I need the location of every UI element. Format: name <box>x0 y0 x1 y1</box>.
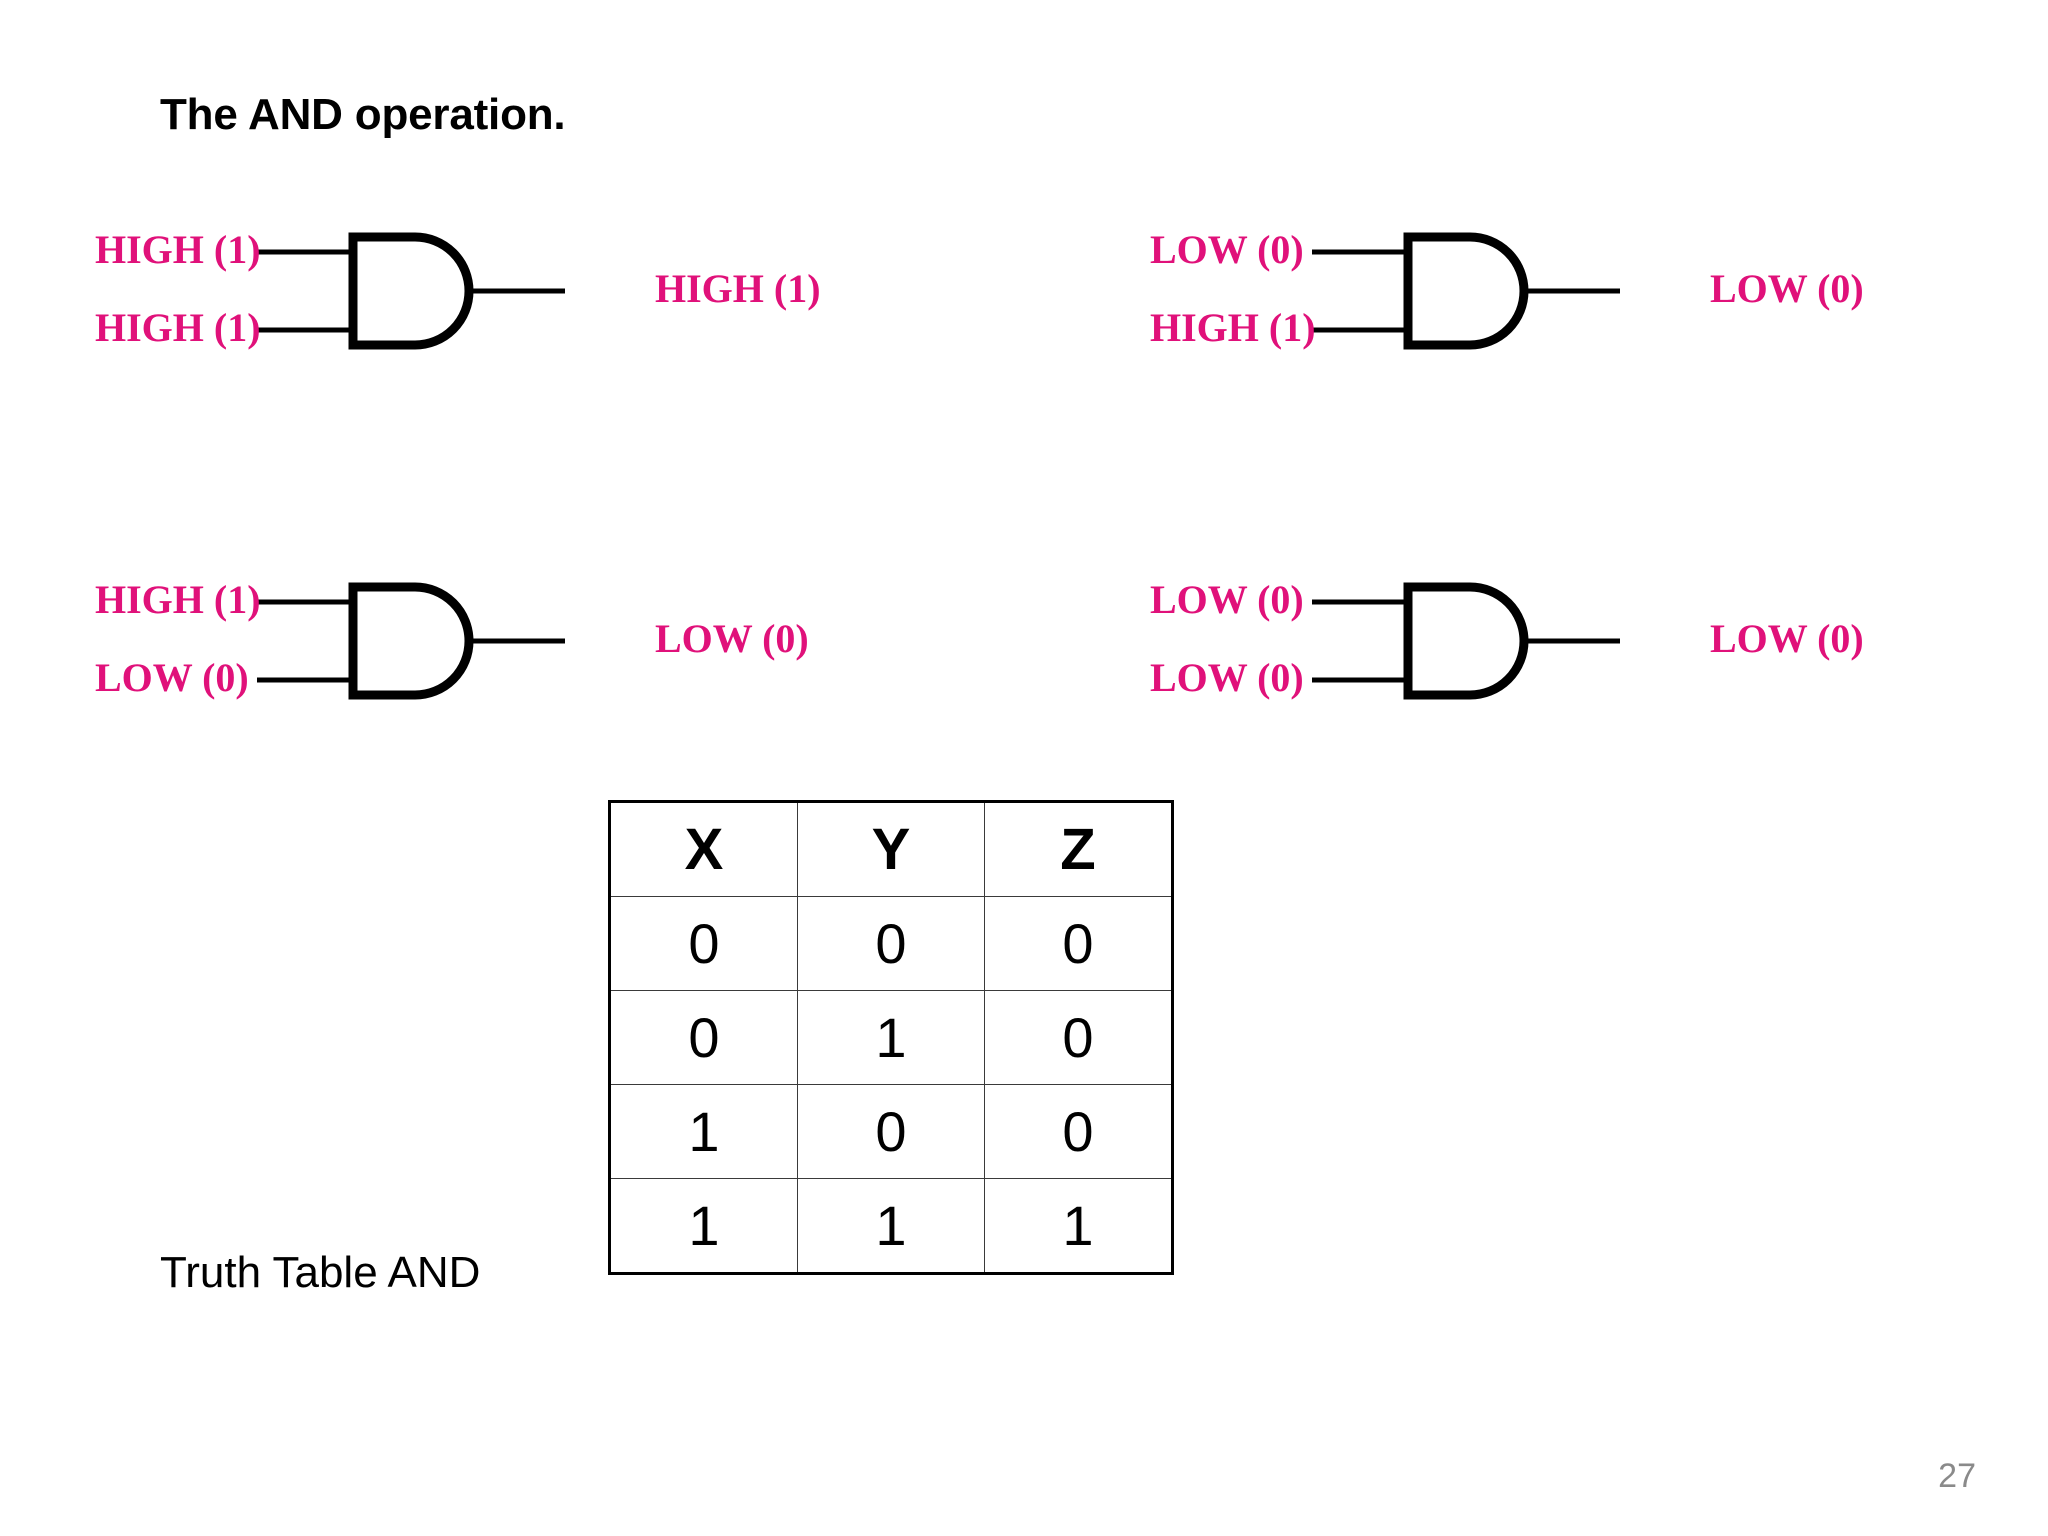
cell-x: 1 <box>609 1084 798 1179</box>
cell-z: 0 <box>984 896 1173 991</box>
gate-input-b-label: LOW (0) <box>95 655 249 700</box>
gate-input-a-label: LOW (0) <box>1150 227 1304 272</box>
table-row: 0 0 0 <box>609 896 1173 991</box>
and-gate-symbol <box>1312 582 1620 700</box>
cell-x: 0 <box>609 896 798 991</box>
cell-x: 0 <box>609 990 798 1085</box>
cell-y: 1 <box>797 990 985 1085</box>
and-gate-symbol <box>257 582 565 700</box>
column-header-z: Z <box>984 801 1173 897</box>
and-gate-diagram-top-left: HIGH (1) HIGH (1) HIGH (1) <box>95 230 915 420</box>
gate-input-a-label: LOW (0) <box>1150 577 1304 622</box>
cell-y: 0 <box>797 1084 985 1179</box>
and-gate-diagram-bottom-left: HIGH (1) LOW (0) LOW (0) <box>95 580 915 770</box>
and-gate-symbol <box>257 232 565 350</box>
and-gate-diagram-top-right: LOW (0) HIGH (1) LOW (0) <box>1150 230 1970 420</box>
gate-output-label: LOW (0) <box>1710 266 1864 311</box>
cell-z: 0 <box>984 990 1173 1085</box>
table-header-row: X Y Z <box>609 801 1173 897</box>
gate-output-label: LOW (0) <box>655 616 809 661</box>
and-gate-diagram-bottom-right: LOW (0) LOW (0) LOW (0) <box>1150 580 1970 770</box>
gate-input-a-label: HIGH (1) <box>95 227 261 272</box>
table-row: 1 1 1 <box>609 1178 1173 1274</box>
table-row: 1 0 0 <box>609 1084 1173 1179</box>
and-gate-symbol <box>1312 232 1620 350</box>
gate-input-a-label: HIGH (1) <box>95 577 261 622</box>
cell-z: 0 <box>984 1084 1173 1179</box>
table-row: 0 1 0 <box>609 990 1173 1085</box>
column-header-y: Y <box>797 801 985 897</box>
gate-output-label: LOW (0) <box>1710 616 1864 661</box>
cell-y: 0 <box>797 896 985 991</box>
cell-y: 1 <box>797 1178 985 1274</box>
page-number: 27 <box>1938 1457 1976 1495</box>
cell-z: 1 <box>984 1178 1173 1274</box>
page-title: The AND operation. <box>160 90 566 139</box>
truth-table: X Y Z 0 0 0 0 1 0 1 0 0 1 1 1 <box>608 800 1174 1275</box>
gate-input-b-label: HIGH (1) <box>95 305 261 350</box>
truth-table-caption: Truth Table AND <box>160 1248 481 1297</box>
column-header-x: X <box>609 801 798 897</box>
cell-x: 1 <box>609 1178 798 1274</box>
gate-output-label: HIGH (1) <box>655 266 821 311</box>
gate-input-b-label: LOW (0) <box>1150 655 1304 700</box>
gate-input-b-label: HIGH (1) <box>1150 305 1316 350</box>
